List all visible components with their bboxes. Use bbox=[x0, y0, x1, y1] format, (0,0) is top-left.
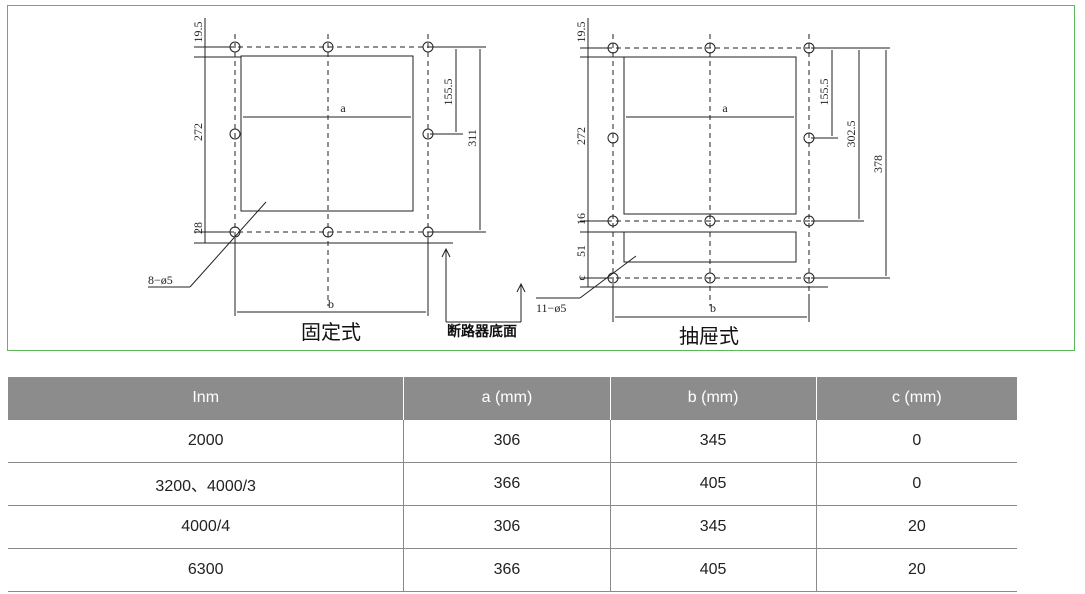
cell-b: 345 bbox=[609, 419, 817, 463]
fixed-breaker-outline bbox=[240, 55, 414, 212]
drawout-dim-378: 378 bbox=[871, 155, 885, 173]
drawout-dim-51: 51 bbox=[574, 245, 588, 257]
drawout-dimension-labels: 19.5 272 16 51 c 155.5 302.5 378 a b 11−… bbox=[536, 22, 885, 316]
fixed-dim-272: 272 bbox=[191, 123, 205, 141]
table-row: 4000/4 306 345 20 bbox=[8, 505, 1017, 549]
drawout-dim-155-5: 155.5 bbox=[817, 79, 831, 106]
cell-c: 0 bbox=[815, 462, 1017, 506]
fixed-dim-b: b bbox=[328, 297, 334, 311]
table-row: 3200、4000/3 366 405 0 bbox=[8, 462, 1017, 506]
drawout-dim-c: c bbox=[574, 275, 588, 280]
fixed-dim-28: 28 bbox=[191, 222, 205, 234]
fixed-dim-311: 311 bbox=[465, 129, 479, 147]
drawout-dim-16: 16 bbox=[574, 213, 588, 225]
drawout-holes-label: 11−ø5 bbox=[536, 301, 566, 315]
cell-a: 306 bbox=[403, 505, 611, 549]
table-row: 6300 366 405 20 bbox=[8, 548, 1017, 592]
cell-inm: 4000/4 bbox=[8, 505, 405, 549]
drawout-type-drawing bbox=[536, 18, 890, 322]
cell-c: 20 bbox=[815, 505, 1017, 549]
cell-c: 20 bbox=[815, 548, 1017, 592]
table-row: 2000 306 345 0 bbox=[8, 419, 1017, 463]
drawout-dim-b: b bbox=[710, 301, 716, 315]
cell-a: 366 bbox=[403, 462, 611, 506]
breaker-bottom-caption: 断路器底面 bbox=[447, 323, 517, 340]
cell-a: 306 bbox=[403, 419, 611, 463]
drawout-dim-a: a bbox=[722, 101, 728, 115]
breaker-bottom-leader bbox=[441, 247, 526, 323]
header-a: a (mm) bbox=[403, 377, 611, 420]
cell-b: 405 bbox=[609, 548, 817, 592]
fixed-dimension-labels: 19.5 272 28 155.5 311 a b 8−ø5 bbox=[148, 22, 479, 312]
header-b: b (mm) bbox=[610, 377, 817, 420]
fixed-dim-a: a bbox=[340, 101, 346, 115]
drawout-dim-19-5: 19.5 bbox=[574, 22, 588, 43]
drawout-dim-302-5: 302.5 bbox=[844, 121, 858, 148]
fixed-dim-155-5: 155.5 bbox=[441, 79, 455, 106]
table-header-row: Inm a (mm) b (mm) c (mm) bbox=[8, 377, 1017, 420]
fixed-holes-label: 8−ø5 bbox=[148, 273, 173, 287]
drawout-dim-272: 272 bbox=[574, 127, 588, 145]
cell-b: 345 bbox=[609, 505, 817, 549]
header-c: c (mm) bbox=[816, 377, 1017, 420]
fixed-type-caption: 固定式 bbox=[301, 320, 361, 344]
drawout-mounting-holes bbox=[607, 42, 815, 284]
cell-inm: 3200、4000/3 bbox=[8, 462, 405, 506]
fixed-dim-19-5: 19.5 bbox=[191, 22, 205, 43]
header-inm: Inm bbox=[8, 377, 405, 420]
dimension-table: Inm a (mm) b (mm) c (mm) 2000 306 345 0 … bbox=[8, 377, 1017, 592]
cell-inm: 6300 bbox=[8, 548, 405, 592]
fixed-type-drawing bbox=[148, 18, 486, 316]
cell-c: 0 bbox=[815, 419, 1017, 463]
cell-a: 366 bbox=[403, 548, 611, 592]
mounting-drawing: 19.5 272 28 155.5 311 a b 8−ø5 19.5 272 … bbox=[148, 18, 890, 348]
cell-b: 405 bbox=[609, 462, 817, 506]
drawing-panel: 19.5 272 28 155.5 311 a b 8−ø5 19.5 272 … bbox=[7, 5, 1075, 351]
drawout-type-caption: 抽屉式 bbox=[679, 324, 739, 348]
cell-inm: 2000 bbox=[8, 419, 405, 463]
